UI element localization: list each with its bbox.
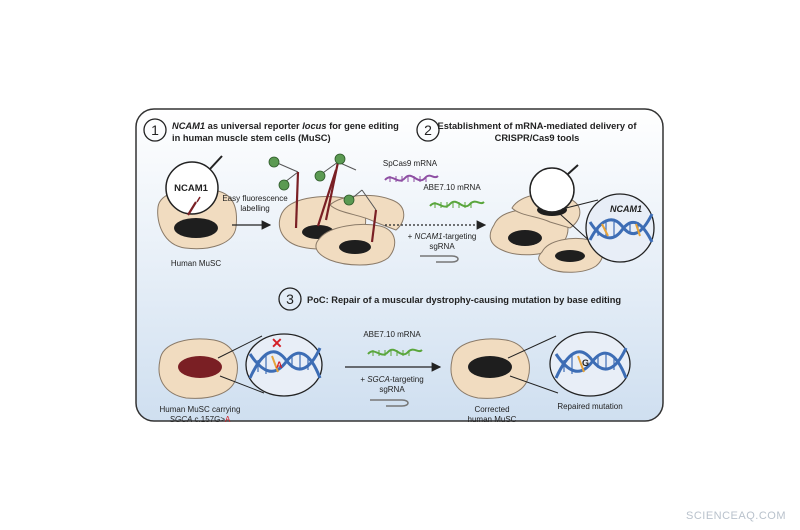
sgrna-icon-3 — [370, 399, 409, 407]
step-number-circle-1 — [143, 118, 167, 142]
labelled-cell-cluster — [268, 153, 405, 266]
mutant-nucleus — [178, 356, 222, 378]
corrected-musc-cell: G — [450, 331, 631, 399]
corrected-cell-label-line2: human MuSC — [468, 415, 517, 424]
spcas9-mrna-label: SpCas9 mRNA — [383, 159, 438, 168]
panel-2-title-line1: Establishment of mRNA-mediated delivery … — [438, 121, 638, 131]
panel-3: 3 PoC: Repair of a muscular dystrophy-ca… — [158, 287, 631, 424]
cell-label-human-musc: Human MuSC — [171, 259, 221, 268]
arrow-label-line1: Easy fluorescence — [222, 194, 288, 203]
abe-mrna-label: ABE7.10 mRNA — [423, 183, 481, 192]
mutant-cell-label-line1: Human MuSC carrying — [160, 405, 241, 414]
arrow-label-line2: labelling — [240, 204, 269, 213]
sgrna-label-line2: sgRNA — [429, 242, 455, 251]
panel-1: 1 NCAM1 as universal reporter locus for … — [143, 118, 405, 268]
mutant-base: A — [276, 360, 283, 370]
magnifier-lens-2 — [529, 167, 575, 213]
step-number-2: 2 — [424, 122, 432, 138]
mutant-musc-cell: ✕ A — [158, 333, 323, 399]
panel-1-subtitle: in human muscle stem cells (MuSC) — [172, 133, 331, 143]
dna-zoom-label: NCAM1 — [610, 204, 642, 214]
mutation-x-mark: ✕ — [271, 335, 283, 351]
abe-mrna-label-3: ABE7.10 mRNA — [363, 330, 421, 339]
sgrna-label-line1: + NCAM1-targeting — [408, 232, 477, 241]
magnifier-lens — [165, 161, 219, 215]
sgrna-icon — [420, 255, 459, 263]
abe-mrna-strand-3 — [367, 348, 423, 356]
watermark: SCIENCEAQ.COM — [685, 510, 786, 522]
nucleus — [174, 218, 218, 238]
corrected-nucleus — [468, 356, 512, 378]
magnifier-label: NCAM1 — [174, 183, 208, 194]
dna-zoom-ellipse — [585, 193, 655, 263]
sgca-sgrna-line2: sgRNA — [379, 385, 405, 394]
abe-mrna-strand — [429, 200, 485, 208]
panel-1-title: NCAM1 as universal reporter locus for ge… — [172, 121, 399, 131]
edited-cell-cluster: NCAM1 — [489, 164, 655, 273]
mutant-cell-label-line2: SGCA c.157G>A — [170, 415, 231, 424]
sgca-sgrna-line1: + SGCA-targeting — [360, 375, 423, 384]
magnifier-handle — [209, 155, 223, 170]
panel-2-title-line2: CRISPR/Cas9 tools — [495, 133, 580, 143]
step-number-circle-2 — [416, 118, 440, 142]
repaired-mutation-label: Repaired mutation — [557, 402, 622, 411]
corrected-cell-label-line1: Corrected — [474, 405, 509, 414]
panel-3-title: PoC: Repair of a muscular dystrophy-caus… — [307, 295, 621, 305]
step-number-3: 3 — [286, 291, 294, 307]
corrected-base: G — [582, 358, 589, 368]
step-number-1: 1 — [151, 122, 159, 138]
human-musc-cell: NCAM1 — [157, 155, 237, 250]
panel-2: 2 Establishment of mRNA-mediated deliver… — [383, 118, 655, 273]
spcas9-mrna-strand — [384, 174, 439, 182]
step-number-circle-3 — [278, 287, 302, 311]
